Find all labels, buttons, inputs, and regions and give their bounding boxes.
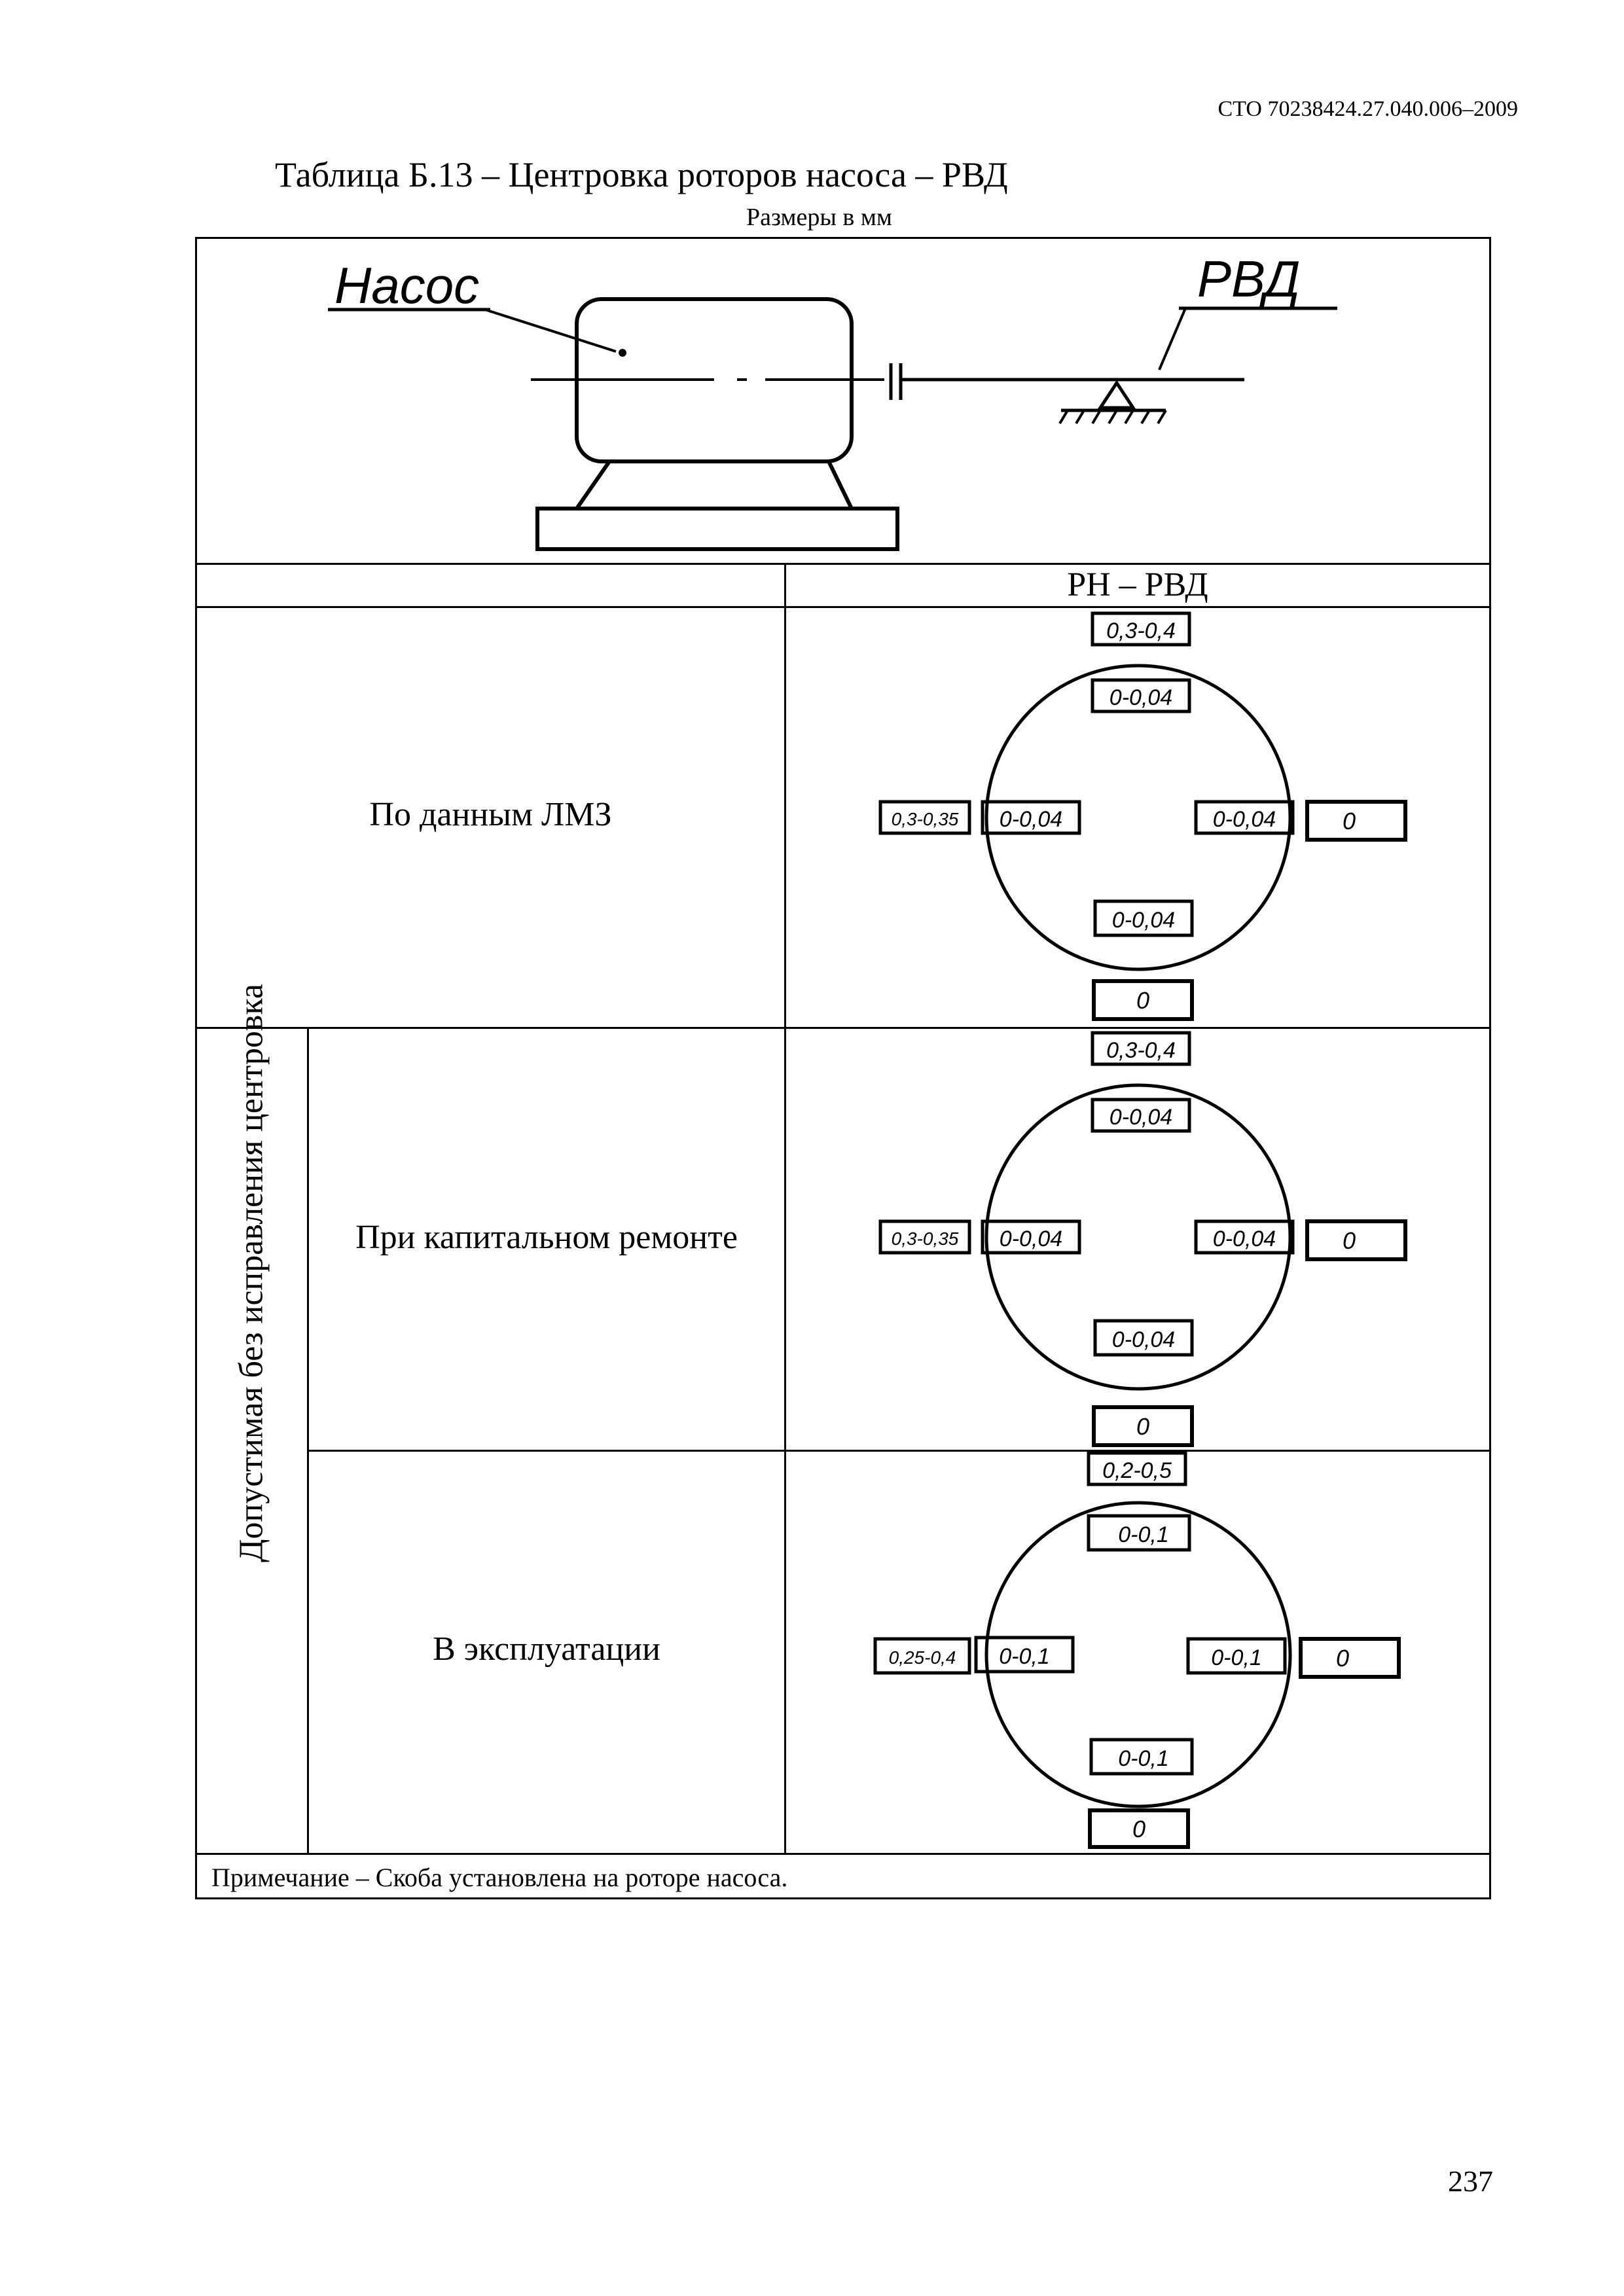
inner-bottom-value: 0-0,1	[1118, 1746, 1169, 1771]
row-label-operation: В эксплуатации	[433, 1630, 660, 1668]
outer-right-value: 0	[1336, 1645, 1349, 1672]
table-divider	[197, 1027, 1489, 1029]
alignment-diagram-lmz: 0,3-0,4 0-0,04 0,3-0,35 0-0,04 0-0,04 0 …	[878, 611, 1407, 1021]
alignment-table: Насос РВД РН – РВД Допустимая без исправ…	[195, 237, 1491, 1899]
pump-label: Насос	[334, 257, 479, 314]
inner-bottom-value: 0-0,04	[1112, 908, 1175, 933]
inner-left-value: 0-0,04	[1000, 1227, 1062, 1251]
row-label-lmz: По данным ЛМЗ	[369, 796, 612, 833]
inner-right-value: 0-0,04	[1213, 1227, 1276, 1251]
table-divider	[307, 1450, 1489, 1452]
rvd-label: РВД	[1197, 250, 1300, 308]
page-number: 237	[1448, 2164, 1493, 2198]
table-divider	[197, 563, 1489, 565]
alignment-diagram-operation: 0,2-0,5 0-0,1 0,25-0,4 0-0,1 0-0,1 0 0-0…	[873, 1452, 1401, 1849]
outer-bottom-value: 0	[1132, 1816, 1146, 1842]
outer-right-value: 0	[1343, 1227, 1356, 1254]
inner-right-value: 0-0,04	[1213, 807, 1276, 832]
outer-left-value: 0,3-0,35	[892, 809, 959, 829]
document-code: СТО 70238424.27.040.006–2009	[1218, 97, 1518, 121]
column-header-rn-rvd: РН – РВД	[1067, 566, 1208, 603]
inner-top-value: 0-0,04	[1110, 685, 1172, 710]
inner-left-value: 0-0,04	[1000, 807, 1062, 832]
outer-right-value: 0	[1343, 808, 1356, 834]
group-label-vertical: Допустимая без исправления центровка	[232, 984, 270, 1562]
outer-bottom-value: 0	[1136, 1413, 1149, 1440]
outer-left-value: 0,3-0,35	[892, 1229, 959, 1249]
inner-left-value: 0-0,1	[999, 1644, 1050, 1669]
outer-top-value: 0,2-0,5	[1102, 1458, 1172, 1483]
pump-rvd-schematic: Насос РВД	[328, 250, 1337, 551]
inner-top-value: 0-0,1	[1118, 1522, 1169, 1547]
outer-top-value: 0,3-0,4	[1106, 619, 1176, 643]
outer-left-value: 0,25-0,4	[889, 1647, 956, 1668]
table-divider	[784, 563, 786, 1854]
outer-bottom-value: 0	[1136, 987, 1149, 1014]
table-divider	[197, 606, 1489, 608]
table-title: Таблица Б.13 – Центровка роторов насоса …	[275, 155, 1008, 194]
units-caption: Размеры в мм	[746, 204, 892, 231]
inner-top-value: 0-0,04	[1110, 1105, 1172, 1130]
table-divider	[197, 1853, 1489, 1855]
inner-bottom-value: 0-0,04	[1112, 1327, 1175, 1352]
row-label-overhaul: При капитальном ремонте	[355, 1219, 738, 1256]
outer-top-value: 0,3-0,4	[1106, 1038, 1176, 1063]
inner-right-value: 0-0,1	[1211, 1645, 1262, 1670]
alignment-diagram-overhaul: 0,3-0,4 0-0,04 0,3-0,35 0-0,04 0-0,04 0 …	[878, 1031, 1407, 1447]
table-note: Примечание – Скоба установлена на роторе…	[211, 1863, 788, 1892]
table-divider	[307, 1027, 309, 1854]
